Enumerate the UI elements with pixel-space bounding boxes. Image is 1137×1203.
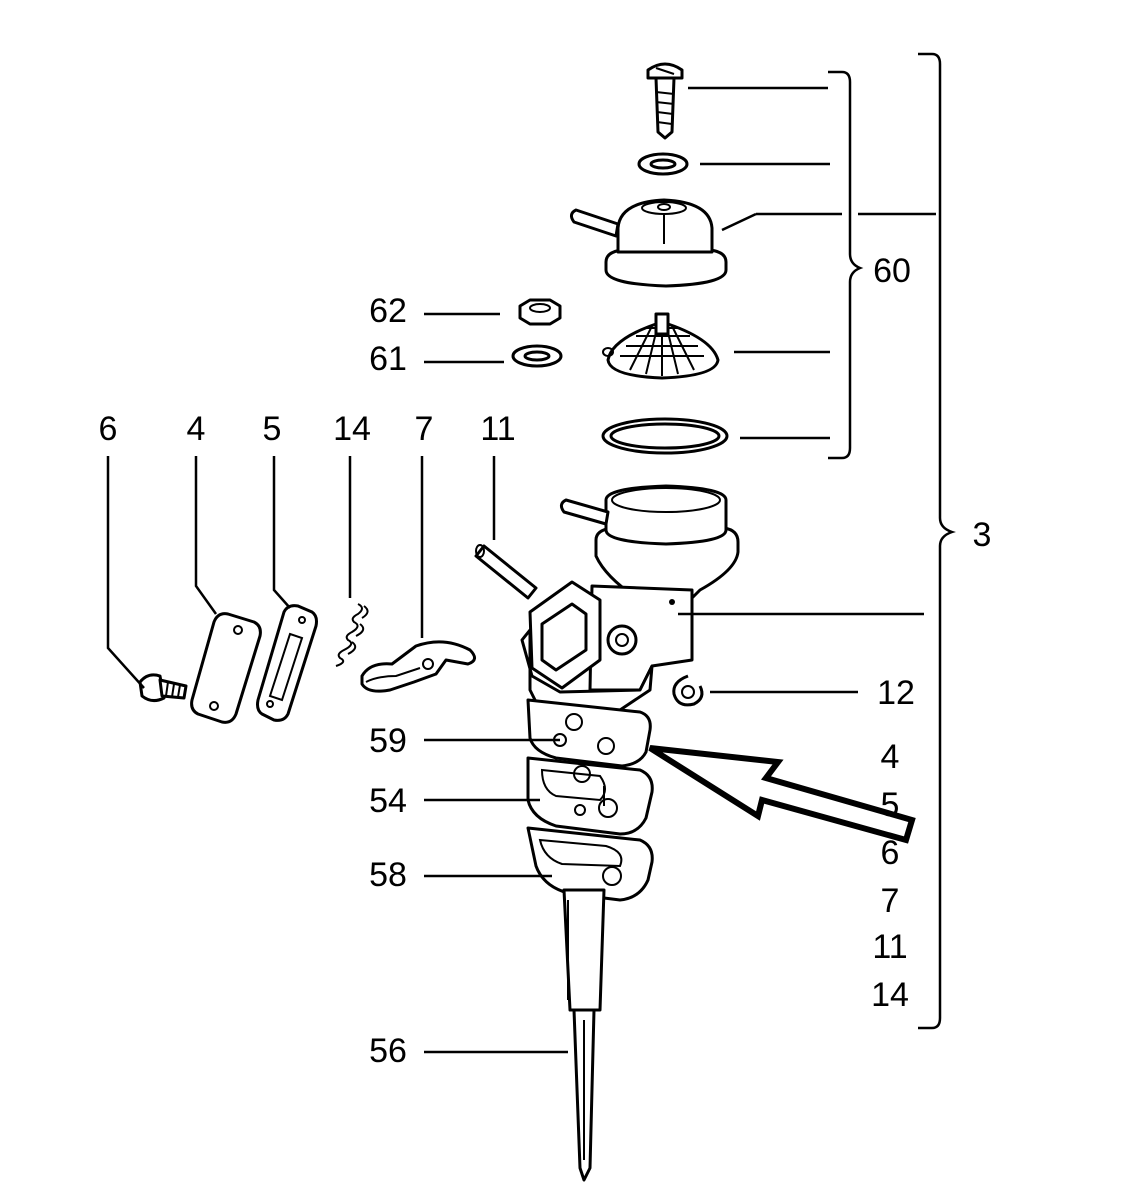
label-62: 62 xyxy=(369,292,407,330)
callout-labels: 6 4 5 14 7 11 62 61 60 3 12 59 54 58 56 xyxy=(99,252,992,1070)
arrow-icon xyxy=(648,745,916,844)
label-61: 61 xyxy=(369,340,407,378)
part-pin-11[interactable] xyxy=(474,544,538,600)
part-filter-strainer[interactable] xyxy=(602,312,720,380)
part-gasket-ring[interactable] xyxy=(601,417,729,455)
kit-item: 14 xyxy=(871,976,909,1014)
bracket-3 xyxy=(918,52,956,1030)
part-pump-cover[interactable] xyxy=(569,198,728,288)
bracket-60 xyxy=(828,70,864,460)
part-cover-plate-4[interactable] xyxy=(190,612,262,724)
label-4: 4 xyxy=(187,410,206,448)
label-60: 60 xyxy=(873,252,911,290)
label-6: 6 xyxy=(99,410,118,448)
label-54: 54 xyxy=(369,782,407,820)
label-5: 5 xyxy=(263,410,282,448)
label-56: 56 xyxy=(369,1032,407,1070)
kit-item: 4 xyxy=(881,738,900,776)
part-gasket-59[interactable] xyxy=(526,698,652,768)
leader-lines xyxy=(106,86,936,1054)
part-screw-6[interactable] xyxy=(138,673,188,703)
part-screw-top[interactable] xyxy=(646,62,684,140)
label-59: 59 xyxy=(369,722,407,760)
part-gasket-5[interactable] xyxy=(256,604,318,722)
part-pushrod-56[interactable] xyxy=(562,888,606,1182)
label-14: 14 xyxy=(333,410,371,448)
part-spring-14[interactable] xyxy=(335,603,369,667)
kit-item: 11 xyxy=(872,928,907,966)
label-58: 58 xyxy=(369,856,407,894)
part-rocker-lever-7[interactable] xyxy=(360,640,476,693)
part-nut-62[interactable] xyxy=(518,298,562,326)
kit-item: 5 xyxy=(881,786,900,824)
part-pump-body[interactable] xyxy=(520,484,740,712)
part-circlip-12[interactable] xyxy=(672,674,704,707)
part-washer-top[interactable] xyxy=(637,152,689,176)
kit-contents-list: 4 5 6 7 11 14 xyxy=(871,738,909,1014)
part-flange-58[interactable] xyxy=(526,826,654,902)
label-11: 11 xyxy=(480,410,515,448)
label-12: 12 xyxy=(877,674,915,712)
kit-item: 6 xyxy=(881,834,900,872)
part-flange-54[interactable] xyxy=(526,756,654,836)
kit-item: 7 xyxy=(881,882,900,920)
label-7: 7 xyxy=(415,410,434,448)
part-washer-61[interactable] xyxy=(511,344,563,368)
label-3: 3 xyxy=(973,516,992,554)
